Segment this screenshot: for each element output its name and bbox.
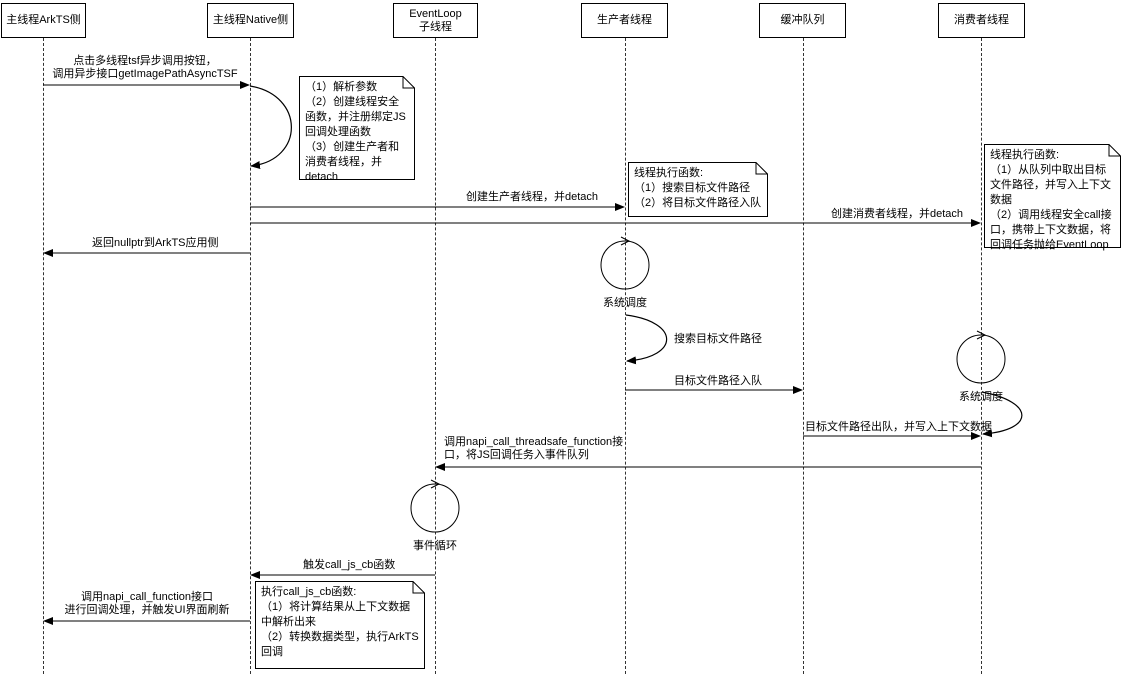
- message-m5: 搜索目标文件路径: [674, 333, 762, 345]
- lifeline-producer: [625, 38, 626, 674]
- message-m8: 调用napi_call_threadsafe_function接 口，将JS回调…: [444, 436, 623, 462]
- note-native-line2: （2）创建线程安全函数，并注册绑定JS回调处理函数: [305, 96, 406, 138]
- note-native: （1）解析参数 （2）创建线程安全函数，并注册绑定JS回调处理函数 （3）创建生…: [299, 76, 415, 183]
- participant-label: 主线程Native侧: [212, 14, 289, 26]
- participant-producer: 生产者线程: [581, 3, 668, 38]
- self-loop-producer: [625, 314, 668, 365]
- participant-consumer: 消费者线程: [938, 3, 1025, 38]
- participant-native: 主线程Native侧: [207, 3, 294, 38]
- message-m1-line2: 调用异步接口getImagePathAsyncTSF: [52, 68, 238, 80]
- ring-consumer-arrowhead: [976, 330, 987, 340]
- message-m9: 触发call_js_cb函数: [303, 559, 396, 571]
- note-consumer-line2: （1）从队列中取出目标文件路径，并写入上下文数据: [990, 164, 1111, 206]
- note-calljs-frame: [255, 581, 425, 669]
- ring-eventloop: [410, 483, 460, 533]
- self-loop-consumer: [981, 391, 1023, 438]
- note-consumer: 线程执行函数: （1）从队列中取出目标文件路径，并写入上下文数据 （2）调用线程…: [984, 144, 1121, 251]
- note-producer-line3: （2）将目标文件路径入队: [634, 197, 762, 209]
- ring-label-consumer: 系统调度: [959, 391, 1003, 403]
- message-m1: 点击多线程tsf异步调用按钮， 调用异步接口getImagePathAsyncT…: [40, 55, 250, 81]
- participant-arkts: 主线程ArkTS侧: [1, 3, 86, 38]
- note-consumer-line3: （2）调用线程安全call接口，携带上下文数据，将回调任务抛给EventLoop: [990, 209, 1112, 251]
- participant-label: 消费者线程: [954, 14, 1009, 26]
- message-m7: 目标文件路径出队，并写入上下文数据: [805, 421, 992, 433]
- note-calljs-line1: 执行call_js_cb函数:: [261, 586, 357, 598]
- participant-eventloop: EventLoop 子线程: [393, 3, 478, 38]
- note-native-frame: [299, 76, 415, 180]
- note-calljs-line3: （2）转换数据类型，执行ArkTS回调: [261, 631, 419, 658]
- ring-label-eventloop: 事件循环: [413, 540, 457, 552]
- message-m4: 返回nullptr到ArkTS应用侧: [92, 237, 219, 249]
- ring-producer-arrowhead: [620, 236, 631, 246]
- ring-eventloop-arrowhead: [430, 479, 441, 489]
- self-loop-native: [249, 85, 292, 169]
- lifeline-consumer: [981, 38, 982, 674]
- lifeline-arkts: [43, 38, 44, 674]
- message-m10-line2: 进行回调处理，并触发UI界面刷新: [64, 604, 230, 616]
- lifeline-queue: [803, 38, 804, 674]
- participant-queue: 缓冲队列: [759, 3, 846, 38]
- message-m8-line2: 口，将JS回调任务入事件队列: [444, 449, 589, 461]
- ring-label-producer: 系统调度: [603, 297, 647, 309]
- note-producer: 线程执行函数: （1）搜索目标文件路径 （2）将目标文件路径入队: [628, 162, 768, 217]
- lifeline-native: [250, 38, 251, 674]
- ring-producer: [600, 240, 650, 290]
- message-m3: 创建消费者线程，并detach: [831, 208, 964, 220]
- note-producer-line1: 线程执行函数:: [634, 167, 704, 179]
- ring-consumer: [956, 334, 1006, 384]
- message-m10-line1: 调用napi_call_function接口: [80, 591, 214, 603]
- note-producer-frame: [628, 162, 768, 217]
- participant-label: EventLoop 子线程: [409, 7, 462, 33]
- note-calljs-line2: （1）将计算结果从上下文数据中解析出来: [261, 601, 411, 628]
- message-m6: 目标文件路径入队: [674, 375, 762, 387]
- note-consumer-line1: 线程执行函数:: [990, 149, 1060, 161]
- note-native-line3: （3）创建生产者和消费者线程，并detach: [305, 141, 400, 183]
- note-calljs: 执行call_js_cb函数: （1）将计算结果从上下文数据中解析出来 （2）转…: [255, 581, 425, 669]
- message-m1-line1: 点击多线程tsf异步调用按钮，: [73, 55, 217, 67]
- message-m2: 创建生产者线程，并detach: [466, 191, 599, 203]
- note-native-line1: （1）解析参数: [305, 81, 378, 93]
- participant-label: 缓冲队列: [780, 14, 825, 26]
- participant-label: 生产者线程: [597, 14, 652, 26]
- note-producer-line2: （1）搜索目标文件路径: [634, 182, 751, 194]
- message-m8-line1: 调用napi_call_threadsafe_function接: [444, 436, 624, 448]
- lifeline-eventloop: [435, 38, 436, 674]
- message-m10: 调用napi_call_function接口 进行回调处理，并触发UI界面刷新: [44, 591, 250, 617]
- note-consumer-frame: [984, 144, 1121, 248]
- participant-label: 主线程ArkTS侧: [6, 14, 81, 26]
